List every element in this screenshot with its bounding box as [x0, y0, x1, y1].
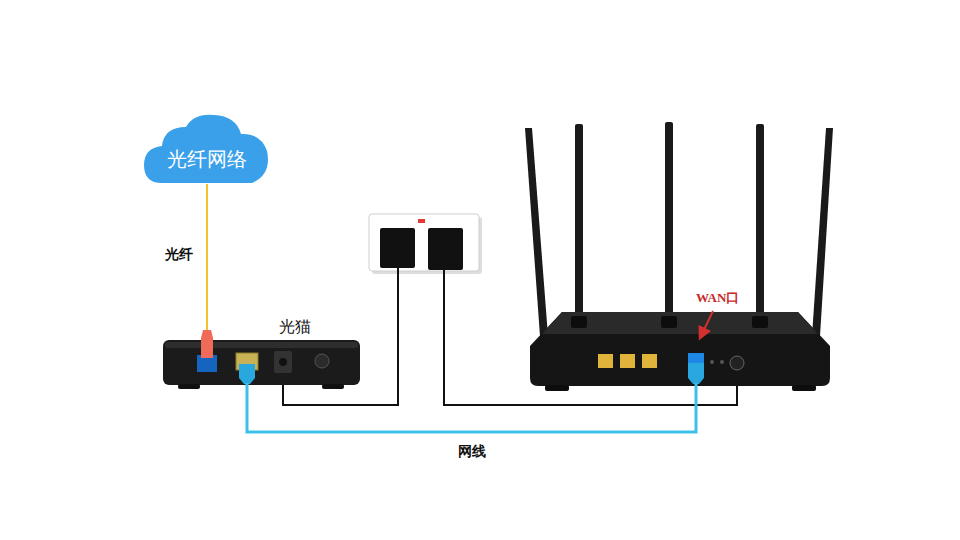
router-top	[542, 312, 818, 334]
router-body	[530, 312, 830, 386]
callout-arrow	[700, 311, 713, 338]
modem-foot	[178, 384, 200, 389]
power-adapter	[428, 228, 463, 270]
fiber-line	[206, 184, 208, 314]
power-button	[315, 354, 329, 368]
router-hole	[720, 360, 724, 364]
lan-port	[598, 354, 613, 368]
cloud-node: 光纤网络	[142, 112, 272, 184]
antenna	[525, 128, 548, 336]
modem-top	[165, 342, 358, 348]
fiber-tail	[206, 314, 208, 332]
cable-tail	[246, 383, 249, 396]
cloud-outline	[144, 115, 268, 183]
antenna	[756, 124, 764, 324]
power-jack-hole	[279, 358, 287, 366]
cable-plug	[688, 363, 704, 384]
antenna	[665, 122, 673, 322]
lan-port	[620, 354, 635, 368]
antenna	[812, 128, 833, 336]
antenna-base	[752, 316, 768, 328]
node-label: WAN口	[696, 290, 739, 306]
cable-tail	[695, 383, 698, 396]
modem-node: 光猫	[160, 314, 363, 396]
router-node: WAN口	[520, 120, 836, 396]
antenna-base	[661, 316, 677, 328]
node-label: 光纤网络	[167, 147, 247, 171]
antenna	[575, 124, 583, 324]
cable-plug	[239, 364, 255, 384]
router-foot	[545, 385, 569, 391]
network-cable	[247, 396, 696, 432]
modem-foot	[322, 384, 344, 389]
modem-body	[163, 340, 360, 385]
power-strip	[369, 214, 479, 271]
power-adapter	[380, 228, 415, 268]
router-hole	[710, 360, 714, 364]
antenna-base	[571, 316, 587, 328]
router-foot	[792, 385, 816, 391]
router-power-jack	[730, 356, 744, 370]
node-label: 光猫	[279, 317, 311, 337]
power-jack	[274, 351, 292, 373]
strip-light	[418, 219, 425, 223]
connector-label: 网线	[456, 442, 488, 460]
fiber-plug	[201, 330, 213, 358]
connector-label: 光纤	[163, 245, 195, 263]
lan-port	[642, 354, 657, 368]
